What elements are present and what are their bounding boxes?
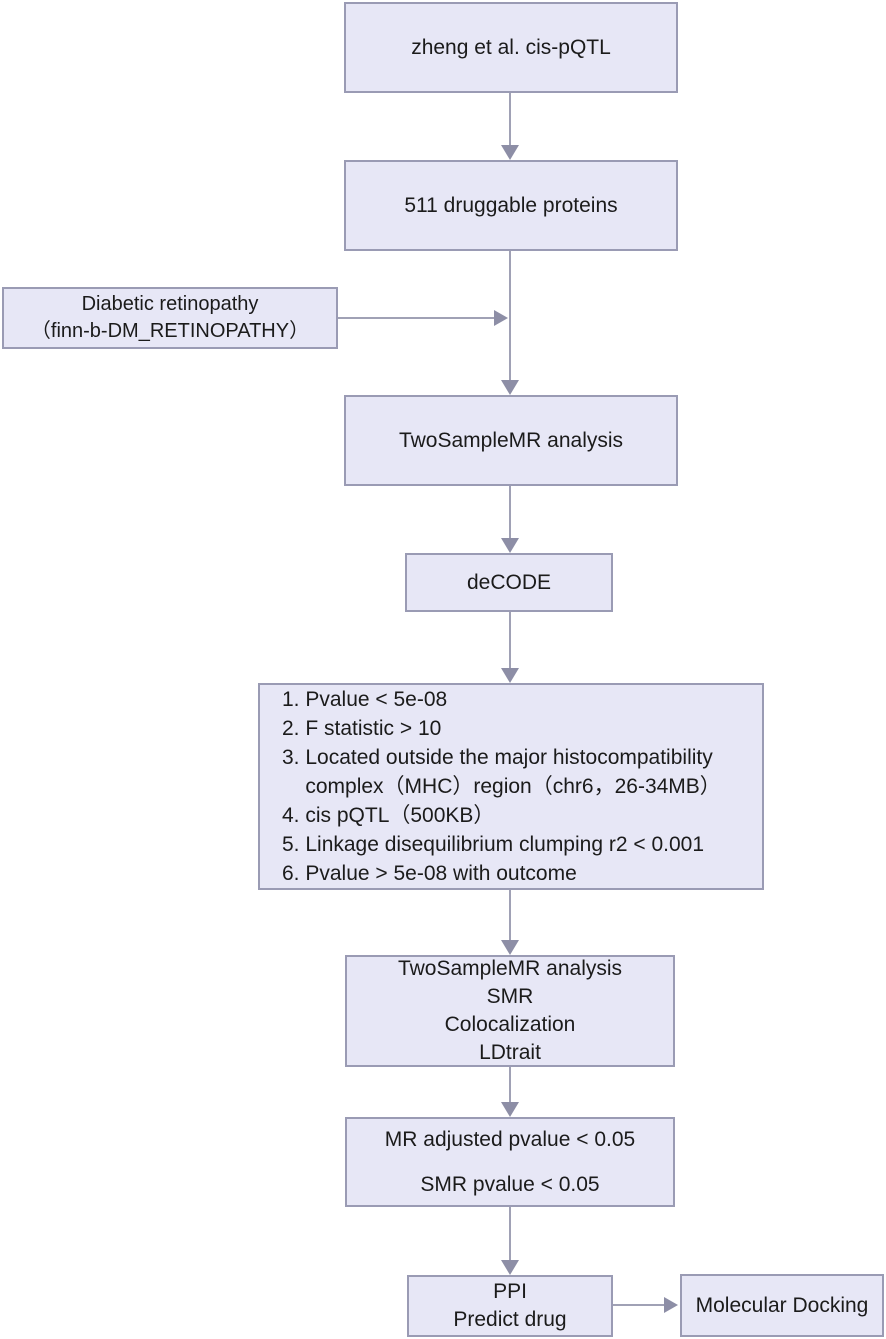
node-zheng-cis-pqtl: zheng et al. cis-pQTL — [344, 2, 678, 93]
node-label: zheng et al. cis-pQTL — [411, 36, 611, 59]
node-label: 1. Pvalue < 5e-08 2. F statistic > 10 3.… — [282, 688, 721, 885]
node-validation-methods: TwoSampleMR analysis SMR Colocalization … — [345, 955, 675, 1067]
arrow-zheng-to-druggable-head — [501, 145, 519, 160]
node-snp-filter-criteria: 1. Pvalue < 5e-08 2. F statistic > 10 3.… — [258, 683, 764, 890]
node-ppi-predict-drug: PPI Predict drug — [407, 1275, 613, 1337]
node-decode: deCODE — [405, 553, 613, 612]
node-511-druggable-proteins: 511 druggable proteins — [344, 160, 678, 251]
node-label: 511 druggable proteins — [404, 194, 618, 217]
arrow-criteria-to-validation-head — [501, 940, 519, 955]
arrow-twosamplemr-to-decode-line — [509, 486, 511, 539]
arrow-validation-to-significance-head — [501, 1102, 519, 1117]
node-label: Diabetic retinopathy （finn-b-DM_RETINOPA… — [30, 293, 310, 342]
arrow-ppi-to-docking-line — [613, 1304, 664, 1306]
arrow-significance-to-ppi-line — [509, 1207, 511, 1261]
node-label: MR adjusted pvalue < 0.05 SMR pvalue < 0… — [384, 1128, 636, 1196]
arrow-zheng-to-druggable-line — [509, 93, 511, 146]
node-label: deCODE — [466, 571, 552, 594]
node-molecular-docking: Molecular Docking — [680, 1274, 884, 1337]
arrow-significance-to-ppi-head — [501, 1260, 519, 1275]
arrow-twosamplemr-to-decode-head — [501, 538, 519, 553]
arrow-decode-to-criteria-head — [501, 668, 519, 683]
node-significance-thresholds: MR adjusted pvalue < 0.05 SMR pvalue < 0… — [345, 1117, 675, 1207]
node-label: TwoSampleMR analysis SMR Colocalization … — [397, 957, 623, 1064]
arrow-criteria-to-validation-line — [509, 890, 511, 941]
arrow-druggable-to-twosamplemr-head — [501, 380, 519, 395]
node-label: TwoSampleMR analysis — [398, 429, 624, 452]
node-label: PPI Predict drug — [453, 1280, 567, 1331]
arrow-retinopathy-to-flow-line — [338, 317, 494, 319]
arrow-retinopathy-to-flow-head — [494, 310, 508, 326]
arrow-validation-to-significance-line — [509, 1067, 511, 1103]
node-diabetic-retinopathy-outcome: Diabetic retinopathy （finn-b-DM_RETINOPA… — [2, 287, 338, 349]
arrow-ppi-to-docking-head — [664, 1297, 678, 1313]
arrow-druggable-to-twosamplemr-line — [509, 251, 511, 381]
arrow-decode-to-criteria-line — [509, 612, 511, 669]
node-twosamplemr-analysis: TwoSampleMR analysis — [344, 395, 678, 486]
node-label: Molecular Docking — [695, 1294, 869, 1317]
